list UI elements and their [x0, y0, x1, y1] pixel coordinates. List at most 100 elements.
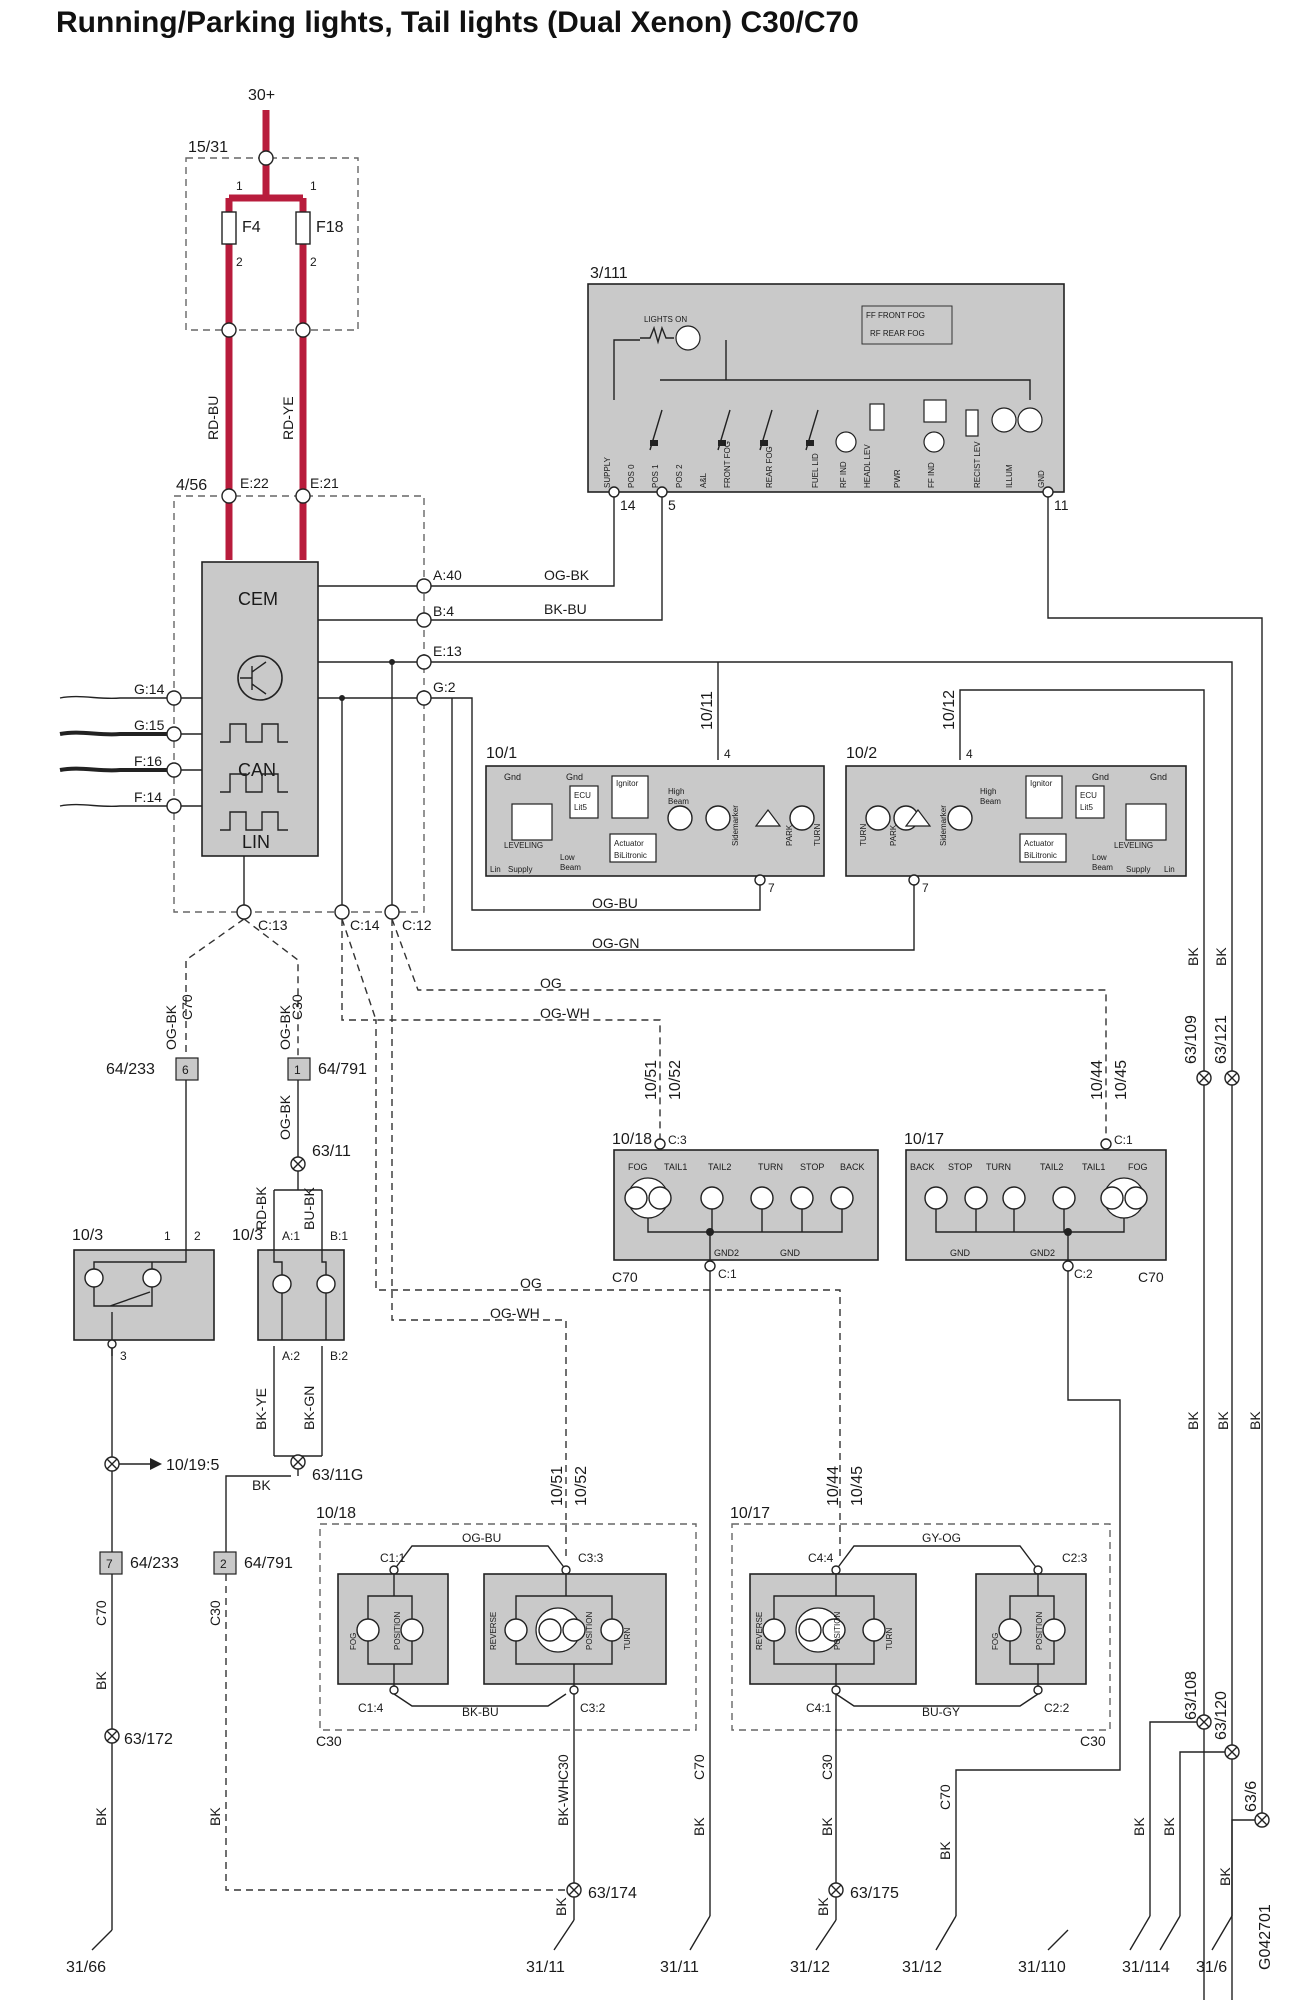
svg-text:10/45: 10/45	[849, 1466, 866, 1506]
diagram-id: G042701	[1257, 1904, 1274, 1970]
svg-text:B:1: B:1	[330, 1229, 348, 1243]
switch-module-id: 3/111	[590, 265, 628, 282]
svg-text:TAIL2: TAIL2	[1040, 1162, 1063, 1172]
svg-text:Ignitor: Ignitor	[616, 779, 639, 788]
svg-text:BK-GN: BK-GN	[301, 1386, 317, 1430]
svg-text:BU-BK: BU-BK	[301, 1187, 317, 1230]
svg-text:4: 4	[724, 747, 731, 761]
svg-text:Low: Low	[1092, 853, 1107, 862]
svg-text:G:15: G:15	[134, 717, 165, 733]
svg-text:10/19:5: 10/19:5	[166, 1457, 219, 1474]
svg-text:63/11: 63/11	[312, 1143, 351, 1160]
svg-text:High: High	[980, 787, 996, 796]
svg-text:63/108: 63/108	[1183, 1671, 1200, 1720]
svg-text:10/45: 10/45	[1113, 1060, 1130, 1100]
cem-module	[201, 561, 319, 857]
svg-text:A&L: A&L	[699, 472, 708, 488]
svg-text:FOG: FOG	[349, 1633, 358, 1650]
svg-text:Gnd: Gnd	[1150, 772, 1167, 782]
svg-text:2: 2	[310, 255, 317, 269]
svg-text:ECU: ECU	[1080, 791, 1097, 800]
svg-text:63/121: 63/121	[1213, 1015, 1230, 1064]
wire-rd-ye: RD-YE	[280, 396, 296, 440]
svg-text:C:3: C:3	[668, 1133, 687, 1147]
wire-og-bk-top: OG-BK	[544, 567, 590, 583]
svg-text:REAR FOG: REAR FOG	[765, 446, 774, 488]
headlamp-right: 10/12 4 10/2 TURN PARK Sidemarker High B…	[451, 689, 1205, 2000]
svg-text:C2:3: C2:3	[1062, 1551, 1088, 1565]
svg-text:C4:4: C4:4	[808, 1551, 834, 1565]
wire-rd-bu: RD-BU	[205, 396, 221, 440]
headlamp-left: 10/11 4 10/1 Gnd Gnd LEVELING Lin Supply…	[431, 661, 1233, 2000]
svg-text:C1:1: C1:1	[380, 1551, 406, 1565]
can-label: CAN	[238, 760, 276, 780]
svg-text:10/3: 10/3	[72, 1227, 103, 1244]
svg-text:10/52: 10/52	[667, 1060, 684, 1100]
wire-og-gn: OG-GN	[592, 935, 639, 951]
svg-text:TURN: TURN	[859, 824, 868, 846]
svg-text:10/18: 10/18	[316, 1505, 356, 1522]
svg-text:63/11G: 63/11G	[312, 1467, 363, 1484]
svg-text:Supply: Supply	[1126, 865, 1150, 874]
svg-text:A:40: A:40	[433, 567, 462, 583]
svg-text:POS 1: POS 1	[651, 464, 660, 488]
svg-text:TURN: TURN	[885, 1628, 894, 1650]
rear-lamp-c30-right: 10/44 10/45 10/17 C4:4 C2:3 GY-OG REVERS…	[730, 1466, 1111, 1920]
svg-text:GND: GND	[780, 1248, 801, 1258]
svg-text:E:13: E:13	[433, 643, 462, 659]
svg-text:GND2: GND2	[1030, 1248, 1055, 1258]
svg-text:Sidemarker: Sidemarker	[731, 805, 740, 846]
svg-text:GND: GND	[950, 1248, 971, 1258]
svg-text:BK: BK	[1185, 1411, 1201, 1430]
fuse-f4-label: F4	[242, 219, 261, 236]
svg-text:31/12: 31/12	[790, 1959, 830, 1976]
svg-text:2: 2	[194, 1229, 201, 1243]
svg-text:Actuator: Actuator	[614, 839, 644, 848]
svg-text:B:2: B:2	[330, 1349, 348, 1363]
svg-text:PARK: PARK	[889, 824, 898, 846]
svg-text:PARK: PARK	[785, 824, 794, 846]
svg-text:OG-WH: OG-WH	[490, 1305, 540, 1321]
supply-section: 30+ 15/31 F4 F18 1 1 2 2 RD-BU RD-YE	[185, 87, 359, 560]
svg-text:BACK: BACK	[910, 1162, 935, 1172]
svg-text:OG-WH: OG-WH	[540, 1005, 590, 1021]
svg-text:Ignitor: Ignitor	[1030, 779, 1053, 788]
svg-text:OG-BU: OG-BU	[462, 1531, 501, 1545]
svg-text:Sidemarker: Sidemarker	[939, 805, 948, 846]
svg-text:10/17: 10/17	[904, 1131, 944, 1148]
svg-text:FF FRONT FOG: FF FRONT FOG	[866, 311, 925, 320]
svg-text:BK: BK	[93, 1671, 109, 1690]
svg-text:C70: C70	[691, 1754, 707, 1780]
fuse-box-outline	[185, 157, 359, 331]
cem-label: CEM	[238, 589, 278, 609]
svg-text:Gnd: Gnd	[504, 772, 521, 782]
svg-text:TURN: TURN	[758, 1162, 783, 1172]
svg-text:10/1: 10/1	[486, 745, 517, 762]
svg-text:10/44: 10/44	[1089, 1060, 1106, 1100]
svg-text:BK: BK	[252, 1477, 271, 1493]
lin-label: LIN	[242, 832, 270, 852]
svg-text:Lin: Lin	[1164, 865, 1175, 874]
svg-text:BK: BK	[1247, 1411, 1263, 1430]
svg-text:SUPPLY: SUPPLY	[603, 456, 612, 488]
svg-text:63/6: 63/6	[1243, 1781, 1260, 1812]
svg-text:G:2: G:2	[433, 679, 456, 695]
svg-text:OG: OG	[540, 975, 562, 991]
svg-text:31/11: 31/11	[660, 1959, 699, 1976]
svg-text:HEADL LEV: HEADL LEV	[863, 444, 872, 488]
svg-text:31/6: 31/6	[1196, 1959, 1227, 1976]
svg-text:BK-YE: BK-YE	[253, 1388, 269, 1430]
svg-text:C:1: C:1	[1114, 1133, 1133, 1147]
svg-text:BK: BK	[815, 1897, 831, 1916]
svg-text:10/51: 10/51	[549, 1466, 566, 1506]
svg-text:BACK: BACK	[840, 1162, 865, 1172]
svg-text:C70: C70	[93, 1600, 109, 1626]
svg-text:C:1: C:1	[718, 1267, 737, 1281]
svg-text:31/12: 31/12	[902, 1959, 942, 1976]
svg-text:7: 7	[768, 881, 775, 895]
rear-lamp-c30-left: 10/51 10/52 10/18 C1:1 C3:3 OG-BU FOG PO…	[316, 1466, 697, 1920]
svg-text:BK: BK	[553, 1897, 569, 1916]
svg-text:1: 1	[310, 179, 317, 193]
cem-id: 4/56	[176, 477, 207, 494]
svg-text:Gnd: Gnd	[566, 772, 583, 782]
